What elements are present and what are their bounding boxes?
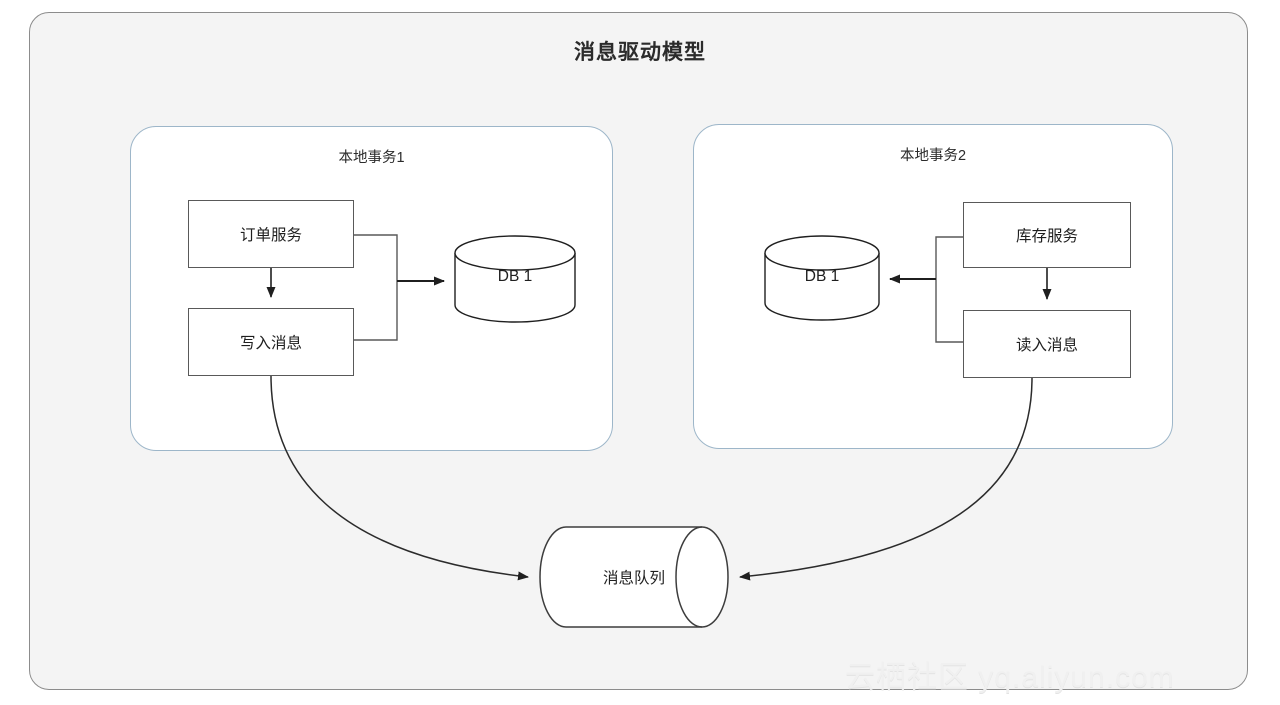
database-label-db1-left: DB 1	[497, 268, 533, 285]
message-queue-label: 消息队列	[602, 570, 665, 587]
watermark: 云栖社区 yq.aliyun.com	[845, 661, 1175, 694]
database-label-db1-right: DB 1	[804, 268, 840, 285]
container-local-transaction-2: 本地事务2	[693, 124, 1173, 449]
container-title-right: 本地事务2	[899, 148, 967, 164]
container-local-transaction-1: 本地事务1	[130, 126, 613, 451]
container-title-left: 本地事务1	[338, 150, 405, 166]
node-write-message[interactable]: 写入消息	[188, 308, 354, 376]
node-read-message[interactable]: 读入消息	[963, 310, 1131, 378]
node-inventory-service[interactable]: 库存服务	[963, 202, 1131, 268]
page-title: 消息驱动模型	[574, 41, 706, 64]
node-order-service[interactable]: 订单服务	[188, 200, 354, 268]
